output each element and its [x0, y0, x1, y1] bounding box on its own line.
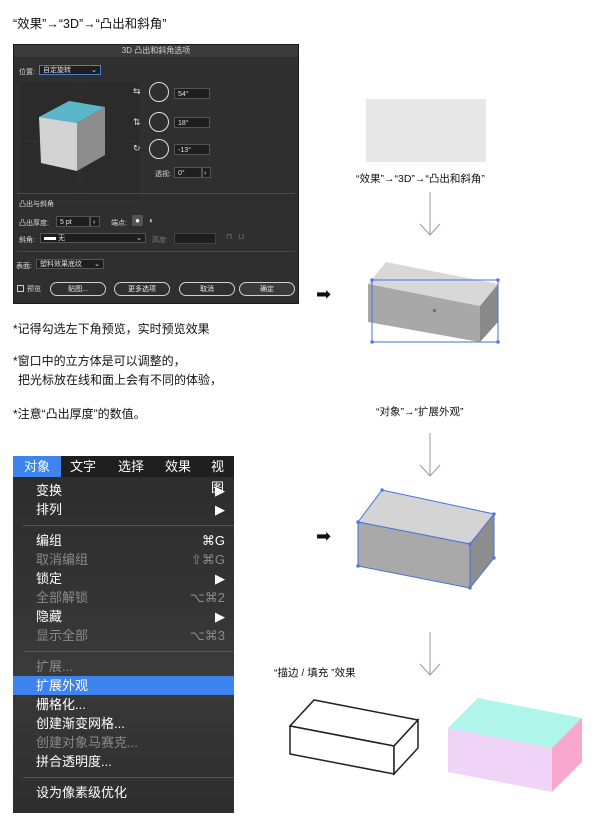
- surface-select[interactable]: 塑料效果底纹 ⌄: [36, 259, 104, 269]
- chevron-right-icon: ▶: [215, 483, 225, 498]
- cap-on-icon[interactable]: ●: [132, 215, 143, 226]
- note-cube-line2: 把光标放在线和面上会有不同的体验，: [18, 373, 223, 387]
- rotate-z-knob[interactable]: [149, 139, 169, 159]
- selection-box: [371, 279, 499, 343]
- menu-bar-type[interactable]: 文字: [70, 459, 97, 474]
- perspective-stepper[interactable]: ›: [202, 167, 211, 178]
- menu-item-group[interactable]: 编组⌘G: [36, 533, 225, 548]
- dialog-title: 3D 凸出和斜角选项: [14, 45, 298, 57]
- rotate-z-icon: ↻: [133, 143, 141, 153]
- ok-button[interactable]: 确定: [239, 282, 295, 296]
- perspective-label: 透视:: [155, 171, 171, 178]
- chevron-right-icon: ▶: [215, 571, 225, 586]
- menu-item-expand: 扩展...: [36, 659, 73, 674]
- menu-bar-effect[interactable]: 效果: [165, 459, 192, 474]
- height-label: 高度:: [152, 237, 168, 244]
- divider: [17, 193, 295, 194]
- menu-item-gradient-mesh[interactable]: 创建渐变网格...: [36, 716, 125, 731]
- bevel-in-icon: ⊔: [238, 232, 245, 241]
- depth-input[interactable]: 5 pt: [56, 216, 90, 227]
- step3-label: “描边 / 填充 ”效果: [274, 667, 356, 679]
- note-depth: *注意“凸出厚度”的数值。: [13, 407, 146, 421]
- bevel-select[interactable]: 无 ⌄: [40, 233, 146, 243]
- height-input: [174, 233, 216, 244]
- extrude-bevel-dialog: 3D 凸出和斜角选项 位置: 自定旋转 ⌄ ⇆ 54° ⇅ 18° ↻ -13°…: [13, 44, 299, 304]
- step2-label: “对象”→“扩展外观”: [376, 406, 464, 418]
- depth-label: 凸出厚度:: [19, 220, 49, 227]
- cap-off-icon[interactable]: ◐: [149, 216, 154, 225]
- menu-item-transform[interactable]: 变换▶: [36, 483, 225, 498]
- position-label: 位置:: [19, 69, 35, 76]
- note-cube-line1: *窗口中的立方体是可以调整的，: [13, 354, 186, 368]
- menu-item-flatten-transparency[interactable]: 拼合透明度...: [36, 754, 112, 769]
- menu-separator: [23, 525, 234, 526]
- cancel-button[interactable]: 取消: [179, 282, 235, 296]
- rotate-x-icon: ⇆: [133, 86, 141, 96]
- bevel-label: 斜角:: [19, 237, 35, 244]
- arrow-down-icon: [419, 433, 441, 477]
- surface-label: 表面:: [16, 263, 32, 270]
- depth-stepper[interactable]: ›: [90, 216, 100, 227]
- chevron-right-icon: ▶: [215, 609, 225, 624]
- arrow-right-icon: ➡: [316, 526, 332, 546]
- menu-item-show-all: 显示全部⌥⌘3: [36, 628, 225, 643]
- chevron-down-icon: ⌄: [91, 67, 97, 74]
- arrow-right-icon: ➡: [316, 284, 332, 304]
- cap-label: 端点:: [111, 220, 127, 227]
- note-preview: *记得勾选左下角预览，实时预览效果: [13, 322, 210, 336]
- preview-label: 预览: [27, 286, 41, 293]
- cube-preview[interactable]: [19, 81, 141, 201]
- menu-bar: 对象 文字 选择 效果 视图: [13, 456, 234, 495]
- cube-front-face: [39, 117, 77, 171]
- menu-bar-select[interactable]: 选择: [118, 459, 145, 474]
- chevron-right-icon: ▶: [215, 502, 225, 517]
- chevron-down-icon: ⌄: [94, 261, 100, 268]
- outline-box: [288, 699, 420, 776]
- expanded-box-preview: [356, 488, 496, 590]
- cube-top-face: [39, 101, 105, 123]
- menu-item-unlock-all: 全部解锁⌥⌘2: [36, 590, 225, 605]
- menu-item-ungroup: 取消编组⇧⌘G: [36, 552, 225, 567]
- rotate-y-icon: ⇅: [133, 117, 141, 127]
- extrude-section-title: 凸出与斜角: [19, 201, 54, 208]
- preview-checkbox[interactable]: [17, 285, 24, 292]
- perspective-input[interactable]: 0°: [174, 167, 202, 178]
- divider: [17, 251, 295, 252]
- arrow-down-icon: [419, 632, 441, 676]
- blank-rectangle: [366, 99, 486, 162]
- bevel-value: 无: [57, 235, 65, 242]
- menu-item-expand-appearance[interactable]: 扩展外观: [13, 676, 234, 695]
- bevel-swatch: [44, 236, 56, 240]
- step1-label: “效果”→“3D”→“凸出和斜角”: [356, 173, 485, 185]
- position-value: 自定旋转: [43, 67, 71, 74]
- position-select[interactable]: 自定旋转 ⌄: [39, 65, 101, 75]
- menu-separator: [23, 651, 234, 652]
- menu-item-object-mosaic: 创建对象马赛克...: [36, 735, 138, 750]
- rotate-x-knob[interactable]: [149, 82, 169, 102]
- menu-separator: [23, 777, 234, 778]
- angle-y-input[interactable]: 18°: [174, 117, 210, 128]
- menu-item-arrange[interactable]: 排列▶: [36, 502, 225, 517]
- menu-item-rasterize[interactable]: 栅格化...: [36, 697, 86, 712]
- menu-item-pixel-optimize[interactable]: 设为像素级优化: [36, 785, 128, 800]
- angle-x-input[interactable]: 54°: [174, 88, 210, 99]
- angle-z-input[interactable]: -13°: [174, 144, 210, 155]
- menu-item-lock[interactable]: 锁定▶: [36, 571, 225, 586]
- colored-box: [448, 698, 582, 792]
- bevel-out-icon: ⊓: [226, 232, 233, 241]
- arrow-down-icon: [419, 192, 441, 236]
- menu-bar-view[interactable]: 视图: [211, 459, 225, 495]
- extruded-box-preview: [368, 262, 500, 344]
- more-options-button[interactable]: 更多选项: [114, 282, 170, 296]
- page-heading: “效果”→“3D”→“凸出和斜角”: [13, 17, 167, 31]
- rotate-y-knob[interactable]: [149, 112, 169, 132]
- chevron-down-icon: ⌄: [136, 235, 142, 242]
- menu-item-hide[interactable]: 隐藏▶: [36, 609, 225, 624]
- surface-value: 塑料效果底纹: [40, 261, 82, 268]
- map-button[interactable]: 贴图...: [50, 282, 106, 296]
- cube-side-face: [77, 107, 105, 171]
- menu-bar-object[interactable]: 对象: [13, 456, 61, 477]
- object-menu: 对象 文字 选择 效果 视图 变换▶ 排列▶ 编组⌘G 取消编组⇧⌘G 锁定▶ …: [13, 456, 234, 813]
